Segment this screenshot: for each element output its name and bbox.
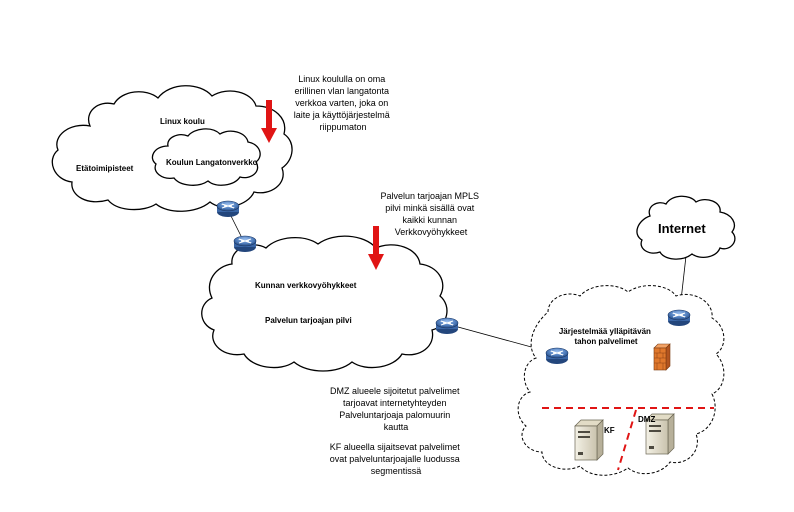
server-label-kf: KF (604, 426, 615, 435)
note-mpls: Palvelun tarjoajan MPLS pilvi minkä sisä… (380, 191, 481, 237)
note-linux-vlan: Linux koululla on oma erillinen vlan lan… (294, 74, 393, 132)
cloud-label-langatonverkko: Koulun Langatonverkko (166, 158, 258, 167)
router-icon (233, 235, 257, 253)
cloud-label-internet: Internet (658, 221, 706, 236)
cloud-label-palvelun-tarjoajan-pilvi: Palvelun tarjoajan pilvi (265, 316, 352, 325)
cloud-koulun-langatonverkko (151, 128, 261, 186)
red-arrow-down-icon (368, 226, 384, 270)
cloud-internet (636, 195, 736, 260)
note-dmz: DMZ alueele sijoitetut palvelimet tarjoa… (330, 386, 462, 432)
segment-divider-vertical (617, 409, 637, 471)
router-icon (667, 309, 691, 327)
cloud-yllapitava-taho (517, 285, 725, 476)
red-arrow-down-icon (261, 100, 277, 143)
note-kf: KF alueella sijaitsevat palvelimet ovat … (330, 442, 463, 476)
server-label-dmz: DMZ (638, 415, 655, 424)
cloud-label-yllapitava: Järjestelmää ylläpitävän tahon palvelime… (559, 327, 653, 346)
router-icon (545, 347, 569, 365)
cloud-label-linux-koulu: Linux koulu (160, 117, 205, 126)
server-kf-icon (574, 419, 604, 461)
router-icon (435, 317, 459, 335)
cloud-kunnan-verkkovyohykkeet (201, 235, 448, 372)
cloud-label-etatoimipisteet: Etätoimipisteet (76, 164, 134, 173)
router-icon (216, 200, 240, 218)
firewall-icon (653, 343, 671, 371)
cloud-label-kunnan-verkkovyohykkeet: Kunnan verkkovyöhykkeet (255, 281, 357, 290)
